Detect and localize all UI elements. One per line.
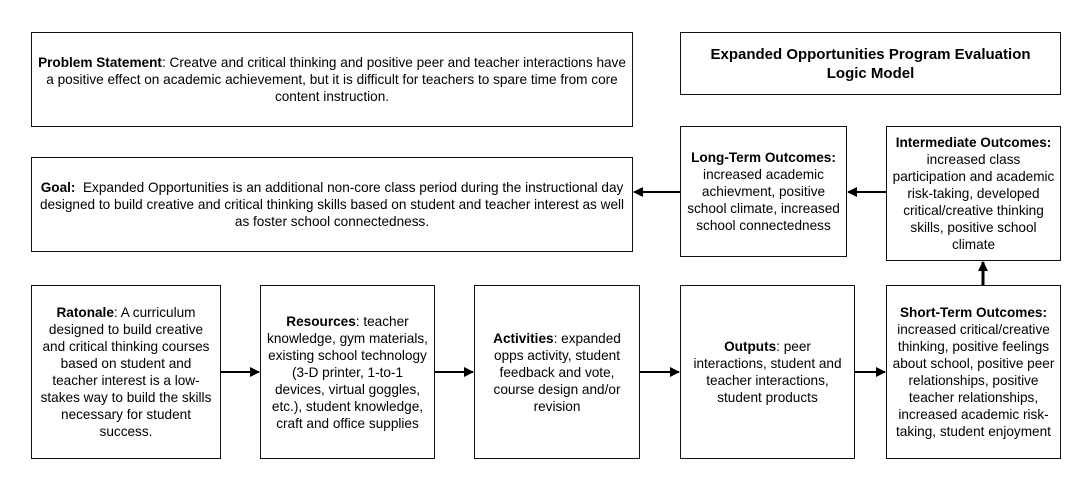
intermediate-outcomes-box: Intermediate Outcomes: increased class p… — [886, 126, 1061, 261]
rationale-heading: Ratonale — [56, 305, 114, 320]
goal-box: Goal: Expanded Opportunities is an addit… — [31, 157, 633, 252]
intermediate-outcomes-text: increased class participation and academ… — [892, 152, 1055, 252]
activities-heading: Activities — [493, 330, 554, 346]
rationale-content: Ratonale: A curriculum designed to build… — [32, 304, 220, 440]
activities-text: : expanded opps activity, student feedba… — [493, 330, 621, 414]
long-term-outcomes-box: Long-Term Outcomes: increased academic a… — [680, 126, 847, 257]
long-term-outcomes-text: increased academic achievment, positive … — [687, 167, 840, 233]
intermediate-outcomes-content: Intermediate Outcomes: increased class p… — [887, 134, 1060, 253]
rationale-text: : A curriculum designed to build creativ… — [40, 305, 212, 439]
goal-text: Expanded Opportunities is an additional … — [39, 180, 628, 229]
short-term-outcomes-box: Short-Term Outcomes: increased critical/… — [886, 285, 1061, 459]
outputs-text: : peer interactions, student and teacher… — [693, 339, 842, 405]
problem-statement-box: Problem Statement: Creatve and critical … — [31, 32, 633, 127]
intermediate-outcomes-heading: Intermediate Outcomes: — [895, 135, 1052, 150]
short-term-outcomes-text: increased critical/creative thinking, po… — [892, 322, 1055, 439]
short-term-outcomes-heading: Short-Term Outcomes: — [899, 305, 1048, 320]
diagram-title: Expanded Opportunities Program Evaluatio… — [710, 45, 1031, 82]
rationale-box: Ratonale: A curriculum designed to build… — [31, 285, 221, 459]
resources-box: Resources: teacher knowledge, gym materi… — [260, 285, 435, 459]
long-term-outcomes-content: Long-Term Outcomes: increased academic a… — [681, 149, 846, 234]
activities-box: Activities: expanded opps activity, stud… — [474, 285, 640, 459]
resources-content: Resources: teacher knowledge, gym materi… — [261, 313, 434, 432]
resources-text: : teacher knowledge, gym materials, exis… — [267, 313, 428, 431]
activities-content: Activities: expanded opps activity, stud… — [475, 330, 639, 415]
problem-statement-content: Problem Statement: Creatve and critical … — [32, 54, 632, 105]
outputs-heading: Outputs — [724, 339, 777, 354]
outputs-box: Outputs: peer interactions, student and … — [680, 285, 855, 459]
resources-heading: Resources — [286, 313, 356, 329]
problem-statement-text: : Creatve and critical thinking and posi… — [46, 55, 626, 104]
long-term-outcomes-heading: Long-Term Outcomes: — [691, 150, 836, 165]
goal-heading: Goal: — [40, 180, 76, 195]
short-term-outcomes-content: Short-Term Outcomes: increased critical/… — [887, 304, 1060, 440]
outputs-content: Outputs: peer interactions, student and … — [681, 338, 854, 406]
problem-statement-heading: Problem Statement — [38, 55, 162, 70]
diagram-title-box: Expanded Opportunities Program Evaluatio… — [680, 32, 1061, 95]
goal-content: Goal: Expanded Opportunities is an addit… — [32, 179, 632, 230]
